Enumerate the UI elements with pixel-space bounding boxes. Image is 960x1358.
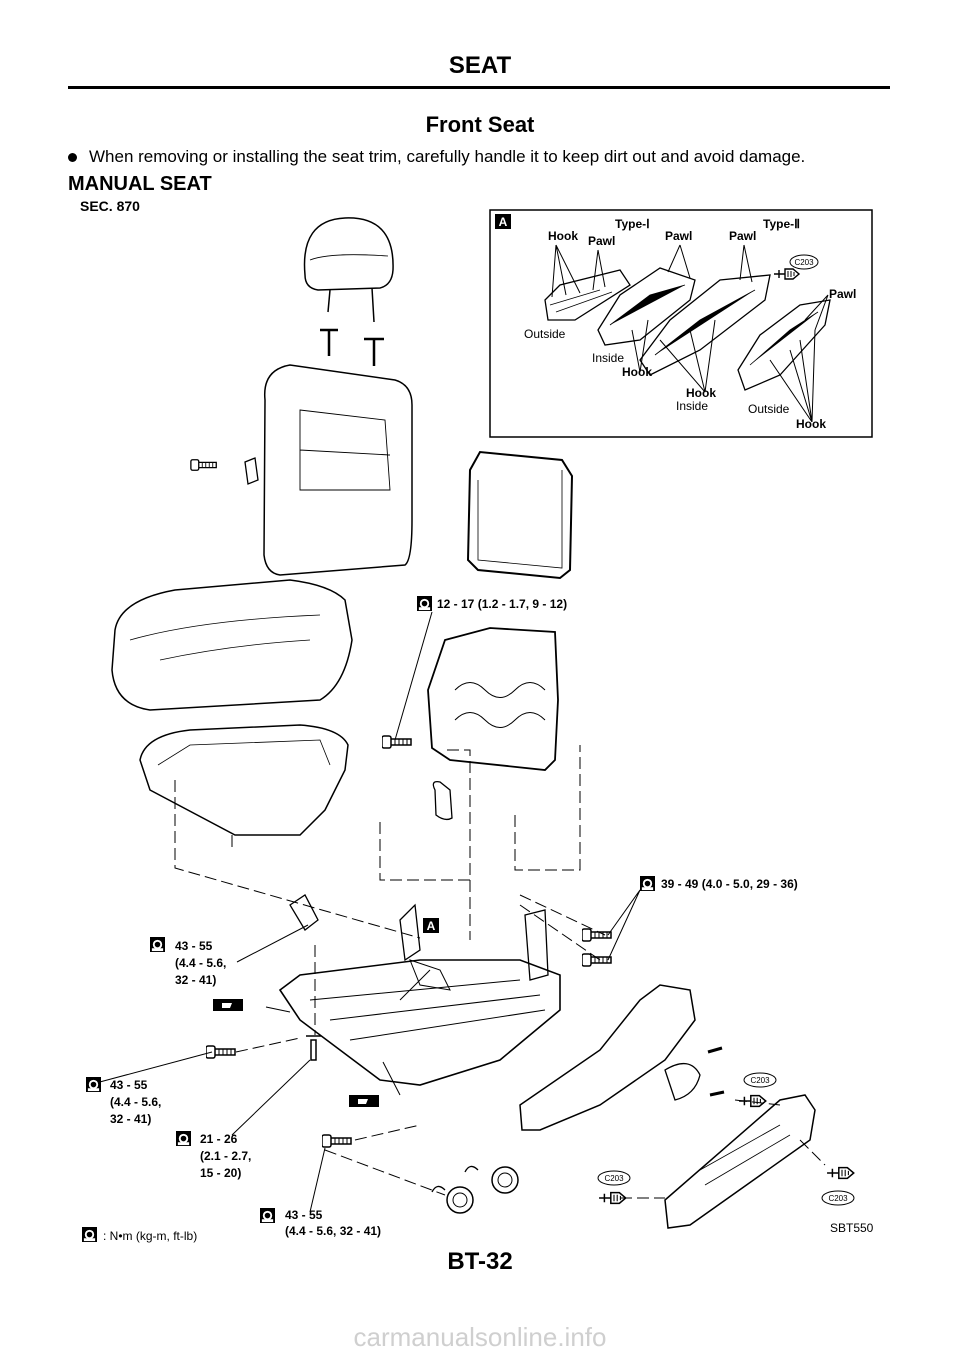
torque-label-6-line1: 43 - 55 [285,1208,323,1222]
inset-inside-2: Inside [676,399,708,413]
inset-pawl-3: Pawl [729,229,756,243]
seat-slide-base [278,894,561,1086]
inset-hook-3: Hook [686,386,716,400]
sec-label: SEC. 870 [80,198,140,214]
bolt-icon [582,953,612,967]
subsection-title: MANUAL SEAT [68,173,212,195]
section-title: Front Seat [425,112,535,137]
torque-label-5-line1: 21 - 26 [200,1132,238,1146]
seat-cushion-pad [139,724,349,836]
inset-outside-2: Outside [748,402,790,416]
torque-label-3-line1: 43 - 55 [175,939,213,953]
clip-c203-group: C203 C203 C203 [597,1072,855,1206]
torque-label-3-line2: (4.4 - 5.6, [175,956,226,970]
torque-label-4-line3: 32 - 41) [110,1112,151,1126]
assembly-dashed-lines [174,745,826,1199]
note-text: When removing or installing the seat tri… [89,147,806,166]
inset-type1-label: Type-Ⅰ [615,217,650,231]
clip-label-1: C203 [750,1076,770,1085]
bolt-icon [190,459,217,471]
bolt-icon [322,1134,352,1148]
seat-front-trim [664,1094,816,1229]
seat-cushion-trim [111,579,353,711]
detail-a-marker [423,918,439,933]
inset-hook-4: Hook [796,417,826,431]
clip-icon [773,268,800,280]
clip-icon [826,1166,855,1180]
inset-hook-2: Hook [622,365,652,379]
torque-label-2: 39 - 49 (4.0 - 5.0, 29 - 36) [661,877,798,891]
seat-frame [382,627,559,821]
seatback-frame [466,450,574,580]
figure-ref-code: SBT550 [830,1221,874,1235]
torque-label-1: 12 - 17 (1.2 - 1.7, 9 - 12) [437,597,567,611]
inset-detail-a: A Type-Ⅰ Type-Ⅱ Hook Pawl Pawl Pawl Pawl… [489,209,873,438]
bullet-icon [68,153,77,163]
inset-pawl-4: Pawl [829,287,856,301]
torque-label-3-line3: 32 - 41) [175,973,216,987]
torque-icon [640,876,655,891]
bolt-icon [382,735,412,749]
page-header: SEAT [448,52,512,79]
seatback-trim [190,364,413,576]
torque-icon [176,1131,191,1146]
header-rule [68,86,890,89]
torque-icon [82,1227,97,1242]
inset-hook-1: Hook [548,229,578,243]
torque-icon [150,937,165,952]
note-bullet: When removing or installing the seat tri… [68,147,805,167]
clip-label-2: C203 [604,1174,624,1183]
detail-a-marker-label: A [427,919,436,933]
torque-icon [417,596,432,611]
inset-clip-label: C203 [794,258,814,267]
adjuster-knobs [431,1165,519,1214]
bolt-icon [582,928,612,942]
inset-inside-1: Inside [592,351,624,365]
inset-type2-label: Type-Ⅱ [763,217,800,231]
torque-label-5-line2: (2.1 - 2.7, [200,1149,251,1163]
inset-pawl-1: Pawl [588,234,615,248]
inset-marker: A [499,215,508,229]
torque-label-6-line2: (4.4 - 5.6, 32 - 41) [285,1224,381,1238]
torque-icon [86,1077,101,1092]
torque-icon [260,1208,275,1223]
torque-legend: : N•m (kg-m, ft-lb) [103,1229,197,1243]
leader-lines [95,611,641,1213]
seat-side-cover [519,984,701,1131]
headrest [303,217,394,366]
inset-pawl-2: Pawl [665,229,692,243]
page-number: BT-32 [447,1248,513,1275]
watermark: carmanualsonline.info [353,1322,607,1352]
torque-label-4-line1: 43 - 55 [110,1078,148,1092]
torque-label-4-line2: (4.4 - 5.6, [110,1095,161,1109]
clip-label-3: C203 [828,1194,848,1203]
torque-labels: 12 - 17 (1.2 - 1.7, 9 - 12) 39 - 49 (4.0… [86,596,798,1238]
torque-label-5-line3: 15 - 20) [200,1166,241,1180]
inset-outside-1: Outside [524,327,566,341]
